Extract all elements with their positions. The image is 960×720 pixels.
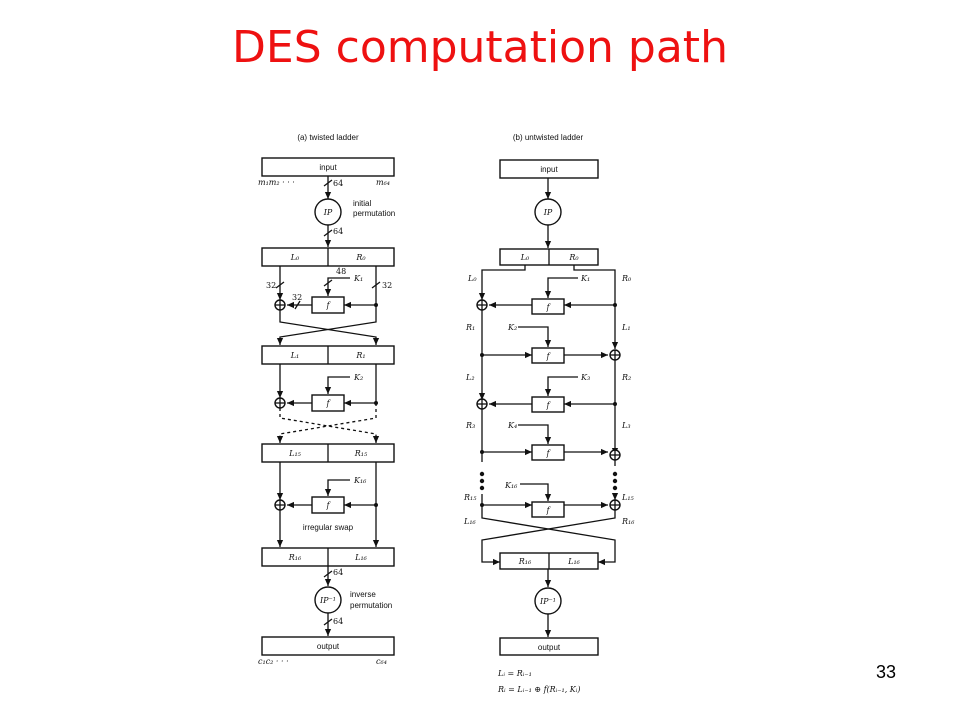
right-f-1: f (546, 303, 552, 312)
left-irregular-swap: irregular swap (303, 523, 354, 532)
left-bits-32-a: 32 (266, 281, 276, 290)
left-output-bits-right: c₆₄ (376, 657, 387, 666)
right-input-label: input (540, 165, 558, 174)
twisted-ladder: (a) twisted ladder input m₁m₂ · · · m₆₄ … (258, 133, 395, 666)
left-R16: R₁₆ (288, 553, 302, 562)
right-side-L15: L₁₅ (621, 493, 635, 502)
left-input-label: input (319, 163, 337, 172)
right-f-16: f (546, 506, 552, 515)
left-ipinv-note-1: inverse (350, 590, 376, 599)
right-side-R1: R₁ (465, 323, 475, 332)
left-K16: K₁₆ (353, 476, 367, 485)
left-R0: R₀ (355, 253, 366, 262)
left-R15: R₁₅ (354, 449, 368, 458)
left-bits-64-d: 64 (333, 617, 343, 626)
left-f-1: f (326, 301, 332, 310)
left-f-2: f (326, 399, 332, 408)
right-L16: L₁₆ (567, 557, 581, 566)
left-f-16: f (326, 501, 332, 510)
left-R1: R₁ (355, 351, 365, 360)
right-side-L2: L₂ (465, 373, 475, 382)
right-side-R15: R₁₅ (463, 493, 477, 502)
right-side-R2: R₂ (621, 373, 631, 382)
right-R0: R₀ (568, 253, 579, 262)
left-input-bits-right: m₆₄ (376, 178, 390, 187)
left-K2: K₂ (353, 373, 363, 382)
untwisted-ladder: (b) untwisted ladder input IP L₀ R₀ L₀ R… (463, 133, 635, 694)
right-K4: K₄ (507, 421, 517, 430)
left-L15: L₁₅ (288, 449, 302, 458)
right-side-R0: R₀ (621, 274, 632, 283)
left-caption: (a) twisted ladder (297, 133, 359, 142)
left-K1: K₁ (353, 274, 363, 283)
right-side-L16: L₁₆ (463, 517, 477, 526)
left-L16: L₁₆ (354, 553, 368, 562)
left-bits-32-c: 32 (292, 293, 302, 302)
right-output-box (499, 637, 599, 656)
left-bits-64-a: 64 (333, 179, 343, 188)
right-f-2: f (546, 352, 552, 361)
left-L0: L₀ (290, 253, 300, 262)
right-f-3: f (546, 401, 552, 410)
left-input-bits-left: m₁m₂ · · · (258, 178, 295, 187)
right-caption: (b) untwisted ladder (513, 133, 584, 142)
left-ip-label: IP (323, 208, 333, 217)
left-output-bits-left: c₁c₂ · · · (258, 657, 289, 666)
right-K3: K₃ (580, 373, 590, 382)
right-side-L1: L₁ (621, 323, 631, 332)
left-ipinv-label: IP⁻¹ (319, 596, 336, 605)
right-input-box (499, 159, 599, 179)
right-equation-1: Lᵢ = Rᵢ₋₁ (497, 669, 532, 678)
right-ip-label: IP (543, 208, 553, 217)
right-side-R3: R₃ (465, 421, 475, 430)
left-L1: L₁ (290, 351, 300, 360)
left-output-label: output (317, 642, 340, 651)
left-ipinv-note-2: permutation (350, 601, 392, 610)
right-ipinv-label: IP⁻¹ (539, 597, 556, 606)
left-output-box (261, 636, 395, 656)
left-bits-32-b: 32 (382, 281, 392, 290)
right-L0: L₀ (520, 253, 530, 262)
left-ip-note-2: permutation (353, 209, 395, 218)
page-number: 33 (876, 662, 897, 682)
right-K16: K₁₆ (504, 481, 518, 490)
right-f-box-16 (531, 501, 565, 518)
left-bits-48: 48 (336, 267, 346, 276)
right-output-label: output (538, 643, 561, 652)
right-equation-2: Rᵢ = Lᵢ₋₁ ⊕ f(Rᵢ₋₁, Kᵢ) (497, 685, 581, 694)
right-side-L3: L₃ (621, 421, 631, 430)
left-bits-64-b: 64 (333, 227, 343, 236)
right-K1: K₁ (580, 274, 590, 283)
right-side-L0: L₀ (467, 274, 477, 283)
right-f-4: f (546, 449, 552, 458)
page-title: DES computation path (232, 22, 728, 73)
right-side-R16: R₁₆ (621, 517, 635, 526)
right-R16: R₁₆ (518, 557, 532, 566)
right-K2: K₂ (507, 323, 517, 332)
left-bits-64-c: 64 (333, 568, 343, 577)
left-ip-note-1: initial (353, 199, 371, 208)
